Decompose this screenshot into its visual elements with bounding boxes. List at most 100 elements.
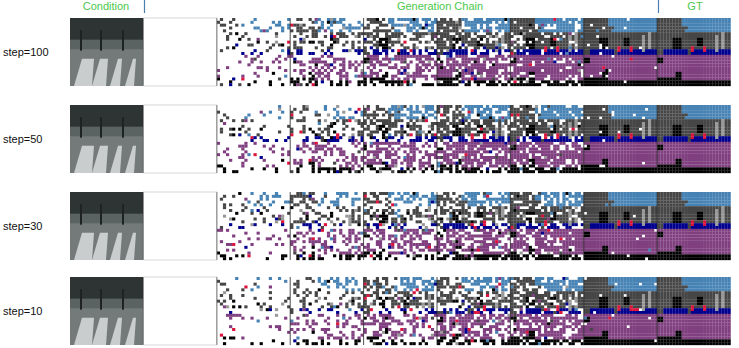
seg-cell — [529, 83, 532, 86]
seg-cell — [232, 46, 235, 49]
seg-cell — [529, 78, 532, 81]
seg-cell — [260, 66, 263, 69]
seg-cell — [406, 75, 409, 78]
seg-cell — [605, 35, 608, 38]
seg-cell — [565, 41, 568, 44]
seg-cell — [309, 72, 312, 75]
seg-cell — [624, 18, 627, 21]
seg-cell — [556, 21, 559, 24]
seg-cell — [611, 38, 614, 41]
seg-cell — [312, 29, 315, 32]
seg-cell — [513, 75, 516, 78]
seg-cell — [290, 55, 293, 58]
seg-cell — [611, 49, 614, 52]
seg-cell — [593, 35, 596, 38]
seg-cell — [477, 35, 480, 38]
seg-cell — [614, 44, 617, 47]
seg-cell — [639, 35, 642, 38]
seg-cell — [572, 35, 575, 38]
seg-cell — [486, 24, 489, 27]
seg-cell — [596, 58, 599, 61]
seg-cell — [556, 41, 559, 44]
seg-cell — [391, 49, 394, 52]
seg-cell — [535, 78, 538, 81]
seg-cell — [599, 24, 602, 27]
seg-cell — [593, 18, 596, 21]
seg-cell — [562, 44, 565, 47]
seg-cell — [333, 66, 336, 69]
seg-cell — [569, 63, 572, 66]
seg-cell — [608, 32, 611, 35]
chain-map — [217, 18, 291, 86]
seg-cell — [220, 18, 223, 21]
seg-cell — [529, 35, 532, 38]
seg-cell — [639, 38, 642, 41]
seg-cell — [599, 66, 602, 69]
seg-cell — [550, 61, 553, 64]
seg-cell — [614, 35, 617, 38]
seg-cell — [437, 66, 440, 69]
seg-cell — [565, 32, 568, 35]
seg-cell — [327, 63, 330, 66]
seg-cell — [257, 27, 260, 30]
seg-cell — [556, 63, 559, 66]
seg-cell — [517, 83, 520, 86]
seg-cell — [584, 29, 587, 32]
seg-cell — [465, 21, 468, 24]
seg-cell — [452, 58, 455, 61]
seg-cell — [324, 69, 327, 72]
seg-cell — [617, 66, 620, 69]
seg-cell — [299, 27, 302, 30]
seg-cell — [480, 18, 483, 21]
seg-cell — [550, 49, 553, 52]
seg-cell — [348, 49, 351, 52]
seg-cell — [321, 78, 324, 81]
seg-cell — [535, 35, 538, 38]
seg-cell — [624, 35, 627, 38]
seg-cell — [471, 29, 474, 32]
seg-cell — [498, 38, 501, 41]
seg-cell — [376, 55, 379, 58]
seg-cell — [541, 29, 544, 32]
seg-cell — [587, 49, 590, 52]
seg-cell — [223, 29, 226, 32]
seg-cell — [575, 61, 578, 64]
seg-cell — [621, 18, 624, 21]
seg-cell — [431, 24, 434, 27]
seg-cell — [498, 24, 501, 27]
seg-cell — [397, 78, 400, 81]
seg-cell — [562, 49, 565, 52]
seg-cell — [324, 52, 327, 55]
seg-cell — [611, 29, 614, 32]
seg-cell — [440, 66, 443, 69]
seg-cell — [419, 75, 422, 78]
seg-cell — [254, 27, 257, 30]
seg-cell — [367, 41, 370, 44]
seg-cell — [474, 44, 477, 47]
seg-cell — [269, 80, 272, 83]
seg-cell — [465, 24, 468, 27]
seg-cell — [422, 63, 425, 66]
seg-cell — [559, 46, 562, 49]
seg-cell — [486, 72, 489, 75]
seg-cell — [403, 58, 406, 61]
seg-cell — [480, 55, 483, 58]
seg-cell — [269, 46, 272, 49]
seg-cell — [596, 24, 599, 27]
seg-cell — [630, 21, 633, 24]
seg-cell — [550, 44, 553, 47]
seg-cell — [639, 61, 642, 64]
seg-cell — [257, 55, 260, 58]
seg-cell — [376, 32, 379, 35]
seg-cell — [419, 58, 422, 61]
seg-cell — [498, 49, 501, 52]
seg-cell — [602, 61, 605, 64]
seg-cell — [296, 27, 299, 30]
seg-cell — [593, 52, 596, 55]
seg-cell — [559, 21, 562, 24]
seg-cell — [572, 63, 575, 66]
seg-cell — [425, 66, 428, 69]
seg-cell — [556, 27, 559, 30]
seg-cell — [226, 38, 229, 41]
seg-cell — [526, 61, 529, 64]
